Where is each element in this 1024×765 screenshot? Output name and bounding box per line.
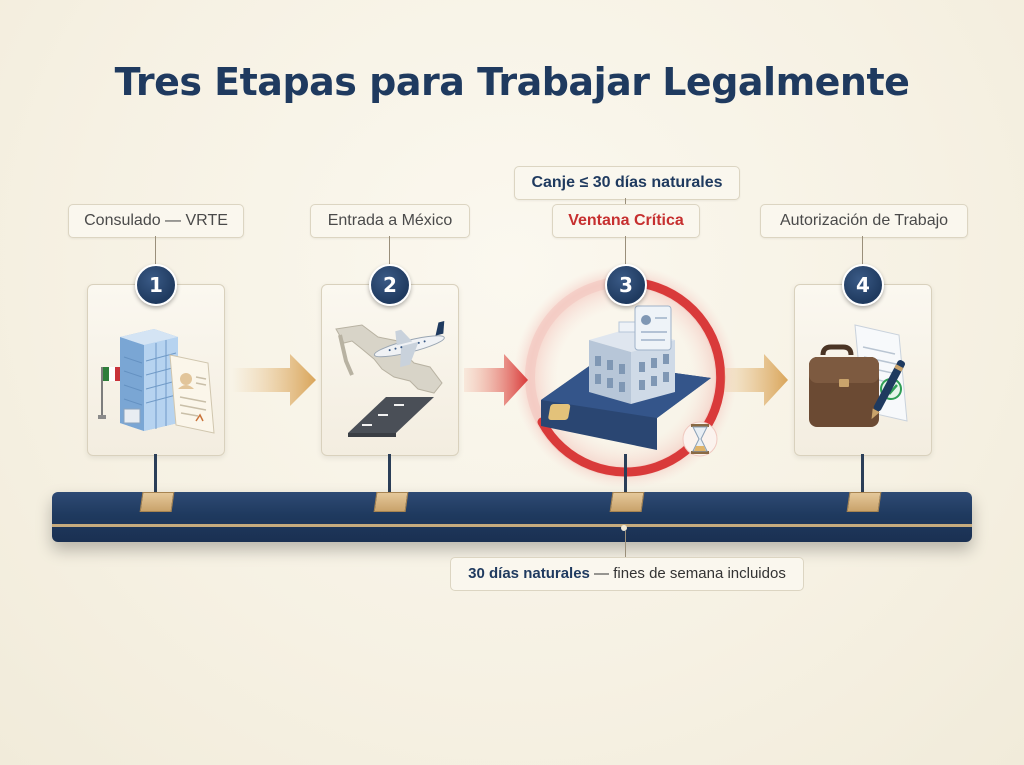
document-icon (169, 354, 215, 434)
timeline-note-rest: — fines de semana incluidos (589, 565, 786, 582)
canje-note: Canje ≤ 30 días naturales (514, 166, 740, 200)
runway-icon (348, 397, 434, 437)
canje-connector (625, 198, 626, 204)
airplane-icon (335, 321, 445, 437)
page-title: Tres Etapas para Trabajar Legalmente (114, 60, 910, 104)
stage-4-card (794, 284, 932, 456)
mexico-flag-icon (103, 367, 121, 381)
stage-1-label: Consulado — VRTE (68, 204, 244, 238)
stage-4-connector (862, 236, 863, 266)
stage-1-connector (155, 236, 156, 266)
timeline-note-bold: 30 días naturales (468, 565, 590, 582)
government-building-icon (589, 321, 675, 404)
timeline-marker (621, 525, 627, 531)
stage-4-stem (861, 454, 864, 494)
stage-1-stem (154, 454, 157, 494)
bottom-connector (625, 531, 626, 557)
id-card-icon (541, 305, 711, 450)
stage-3-connector (625, 236, 626, 266)
stage-4-block (846, 492, 882, 512)
stage-2-badge: 2 (369, 264, 411, 306)
stage-3-badge: 3 (605, 264, 647, 306)
stage-3-stem (624, 454, 627, 494)
stage-2-stem (388, 454, 391, 494)
stage-4-badge: 4 (842, 264, 884, 306)
stage-2-label: Entrada a México (310, 204, 470, 238)
timeline-bar (52, 492, 972, 542)
timeline-stripe (52, 524, 972, 527)
stage-2-card (321, 284, 459, 456)
pen-icon (871, 360, 906, 420)
briefcase-icon (809, 324, 908, 427)
consulate-building-icon (98, 329, 215, 434)
stage-2-connector (389, 236, 390, 266)
arrow-right-icon (464, 354, 528, 406)
stage-4-label: Autorización de Trabajo (760, 204, 968, 238)
stage-3-label: Ventana Crítica (552, 204, 700, 238)
mexico-map-icon (335, 324, 443, 394)
stage-3-block (609, 492, 645, 512)
stage-1-block (139, 492, 175, 512)
stage-2-block (373, 492, 409, 512)
hourglass-icon (682, 421, 718, 457)
timeline-note: 30 días naturales — fines de semana incl… (450, 557, 804, 591)
stage-1-card (87, 284, 225, 456)
stage-1-badge: 1 (135, 264, 177, 306)
arrow-right-icon (724, 354, 788, 406)
arrow-right-icon (232, 354, 316, 406)
